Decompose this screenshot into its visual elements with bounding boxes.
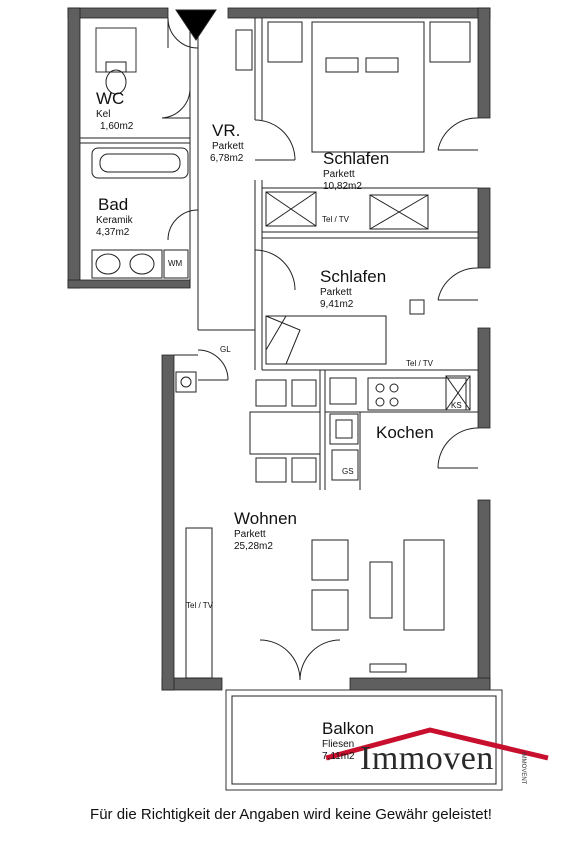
schlafen2-area: 9,41m2 xyxy=(320,299,354,310)
entrance-marker xyxy=(175,9,217,41)
schlafen2-floor: Parkett xyxy=(320,287,352,298)
immovent-logo-sub: IMMOVENT xyxy=(520,752,526,785)
schlafen2-name: Schlafen xyxy=(320,267,387,286)
kochen-name: Kochen xyxy=(376,423,434,442)
tel-tv-label-1: Tel / TV xyxy=(322,215,349,224)
wm-label: WM xyxy=(168,259,183,268)
balkon-floor: Fliesen xyxy=(322,739,355,750)
wc-area: 1,60m2 xyxy=(100,121,134,132)
logo-roof xyxy=(325,727,549,761)
balkon-name: Balkon xyxy=(322,719,374,738)
wohnen-name: Wohnen xyxy=(234,509,298,528)
gs-label: GS xyxy=(342,467,354,476)
wohnen-area: 25,28m2 xyxy=(234,541,273,552)
bad-floor: Keramik xyxy=(96,215,133,226)
schlafen1-area: 10,82m2 xyxy=(323,181,362,192)
gl-label: GL xyxy=(220,345,231,354)
tel-tv-label-3: Tel / TV xyxy=(186,601,213,610)
outer-walls xyxy=(67,7,491,691)
schlafen1-name: Schlafen xyxy=(323,149,390,168)
schlafen1-floor: Parkett xyxy=(323,169,355,180)
wohnen-floor: Parkett xyxy=(234,529,266,540)
balkon-area: 7,11m2 xyxy=(322,751,355,762)
vr-name: VR. xyxy=(212,121,241,140)
immoven-logo: Immoven xyxy=(360,740,494,777)
wc-floor: Kel xyxy=(96,109,111,120)
disclaimer-text: Für die Richtigkeit der Angaben wird kei… xyxy=(90,806,492,823)
bad-area: 4,37m2 xyxy=(96,227,130,238)
ks-label: KS xyxy=(451,401,462,410)
tel-tv-label-2: Tel / TV xyxy=(406,359,433,368)
vr-floor: Parkett xyxy=(212,141,244,152)
wc-name: WC xyxy=(96,89,125,108)
bad-name: Bad xyxy=(98,195,129,214)
vr-area: 6,78m2 xyxy=(210,153,244,164)
